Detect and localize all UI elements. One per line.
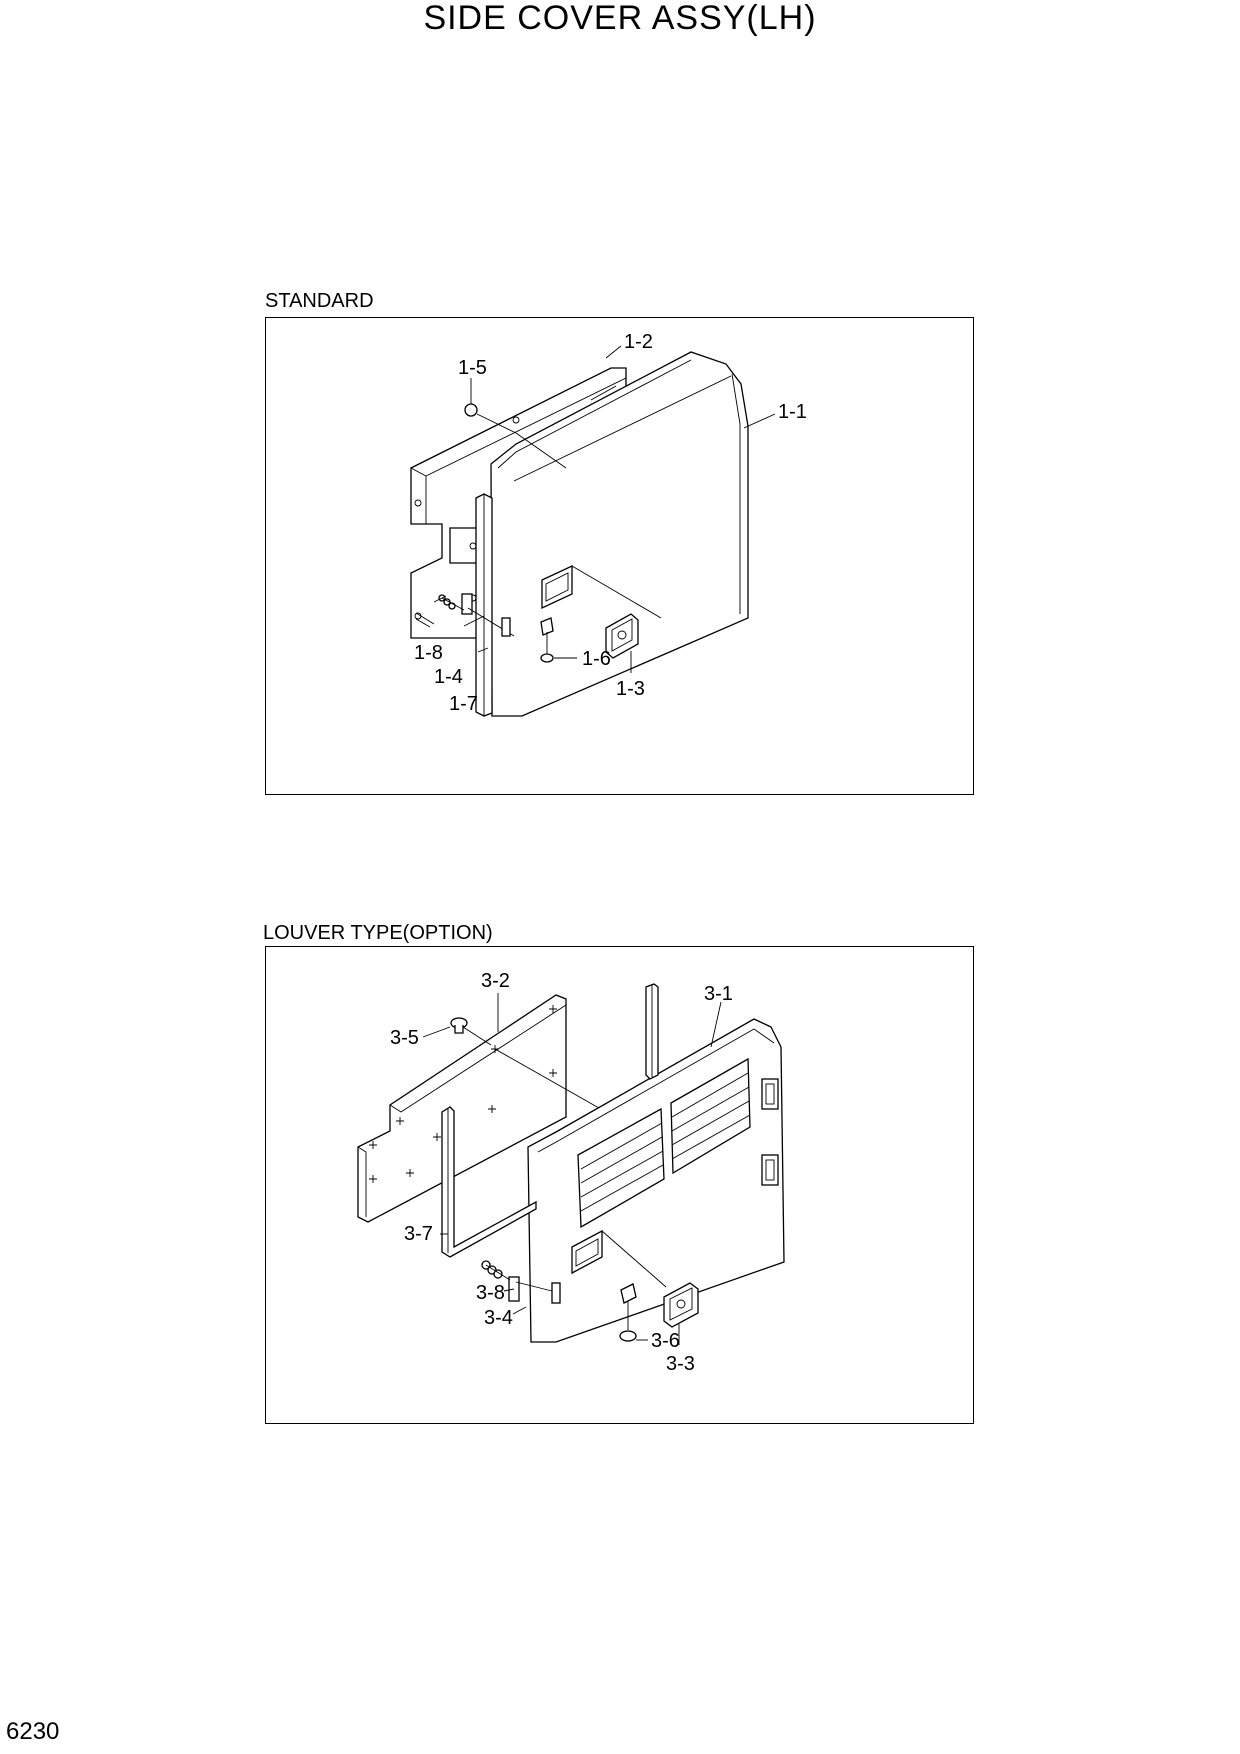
callout-3-2: 3-2 [481,970,510,992]
callout-1-4: 1-4 [434,666,463,688]
callout-3-1: 3-1 [704,983,733,1005]
bolt-1-5 [464,403,567,469]
callout-1-8: 1-8 [414,642,443,664]
seal-3-7 [441,983,659,1258]
inner-panel-3-2 [357,994,607,1223]
main-cover-3-1 [527,1018,785,1343]
callout-1-6: 1-6 [582,648,611,670]
section-label-louver: LOUVER TYPE(OPTION) [263,922,493,944]
diagram-frame-standard: 1-5 1-2 1-1 1-8 1-4 1-7 1-6 1-3 [265,317,974,795]
bolts-1-8 [438,594,465,611]
section-label-standard: STANDARD [265,290,374,312]
bracket-3-6 [619,1283,637,1342]
callout-1-7: 1-7 [449,693,478,715]
callout-1-3: 1-3 [616,678,645,700]
main-cover-1-1 [490,351,749,717]
callout-3-6: 3-6 [651,1330,680,1352]
lock-1-3 [605,613,639,659]
leader-lines-louver [422,993,722,1345]
callout-1-1: 1-1 [778,401,807,423]
callout-1-5: 1-5 [458,357,487,379]
diagram-louver: 3-2 3-1 3-5 3-7 3-8 3-4 3-6 3-3 [357,970,785,1375]
callout-3-3: 3-3 [666,1353,695,1375]
callout-1-2: 1-2 [624,331,653,353]
lock-3-3 [663,1282,699,1328]
bolt-3-5 [450,1017,492,1046]
bolts-3-8 [481,1260,511,1281]
diagram-frame-louver: 3-2 3-1 3-5 3-7 3-8 3-4 3-6 3-3 [265,946,974,1424]
diagram-standard: 1-5 1-2 1-1 1-8 1-4 1-7 1-6 1-3 [410,331,807,717]
leader-lines-standard [433,345,776,673]
callout-3-5: 3-5 [390,1027,419,1049]
callout-3-7: 3-7 [404,1223,433,1245]
bracket-1-6 [540,617,554,663]
callout-3-4: 3-4 [484,1307,513,1329]
callout-3-8: 3-8 [476,1282,505,1304]
page-title: SIDE COVER ASSY(LH) [423,0,817,37]
page-number: 6230 [6,1718,60,1745]
striker-1-4 [461,593,515,637]
seal-1-7 [475,493,493,717]
